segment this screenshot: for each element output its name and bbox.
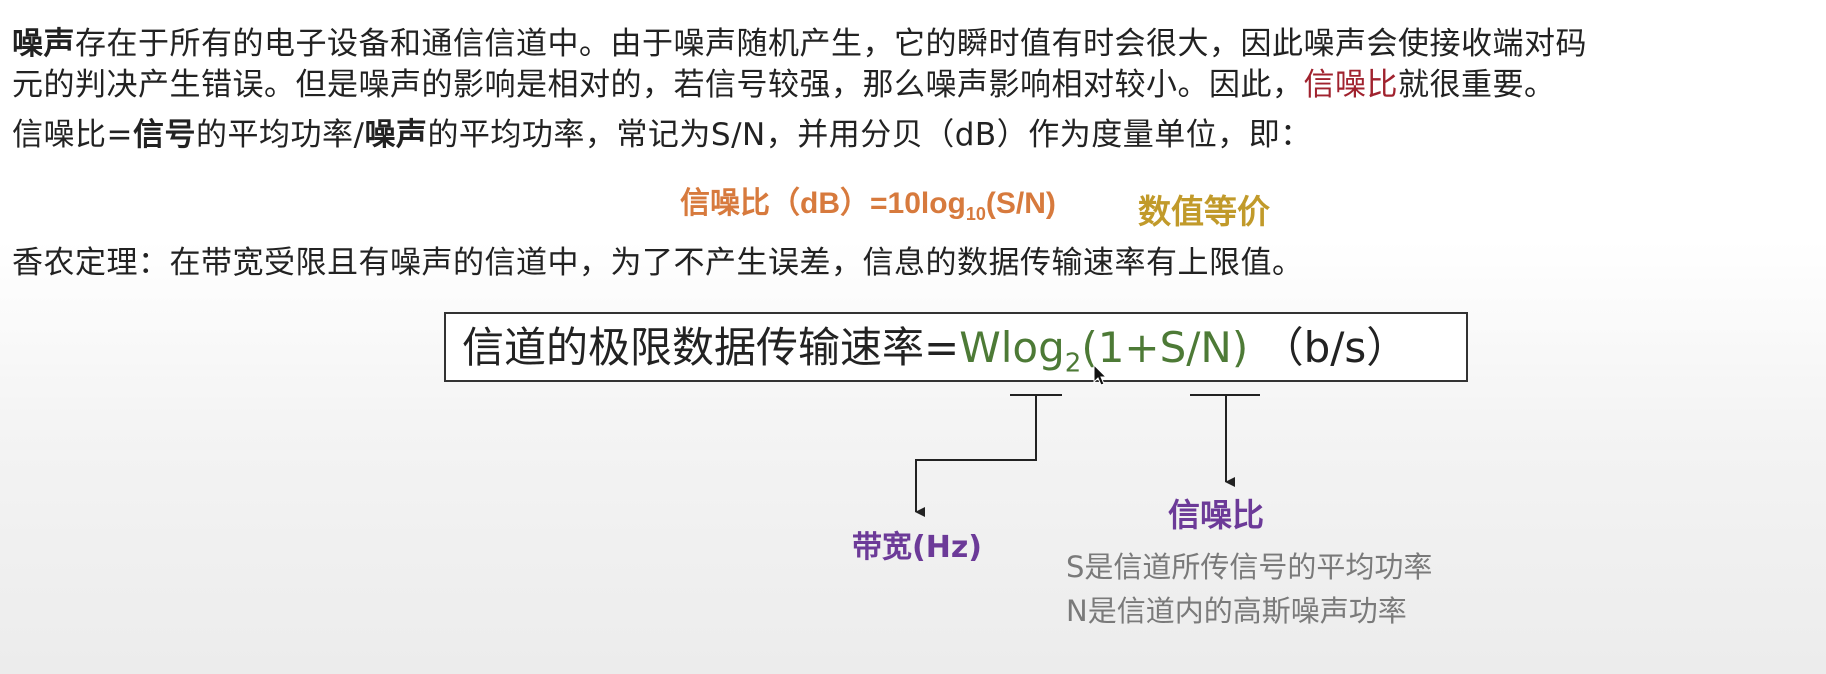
noise-power-note: N是信道内的高斯噪声功率 — [1066, 594, 1407, 628]
noise-term-2: 噪声 — [364, 117, 428, 153]
noise-line-2-text: 元的判决产生错误。但是噪声的影响是相对的，若信号较强，那么噪声影响相对较小。因此… — [12, 67, 1304, 103]
snr-def-a: 信噪比= — [12, 117, 133, 153]
noise-line-2-end: 就很重要。 — [1398, 67, 1556, 103]
snr-db-lhs: 信噪比（dB）=10log — [680, 187, 966, 220]
bandwidth-label: 带宽(Hz) — [852, 530, 982, 565]
shannon-unit: （b/s） — [1248, 323, 1409, 372]
paragraph-snr-definition: 信噪比=信号的平均功率/噪声的平均功率，常记为S/N，并用分贝（dB）作为度量单… — [12, 116, 1312, 154]
snr-connector — [1190, 394, 1260, 487]
noise-line-1-text: 存在于所有的电子设备和通信信道中。由于噪声随机产生，它的瞬时值有时会很大，因此噪… — [75, 26, 1587, 62]
snr-def-b: 的平均功率/ — [195, 117, 365, 153]
log-base-10: 10 — [965, 204, 986, 224]
shannon-wlog: Wlog — [959, 323, 1065, 372]
noise-term: 噪声 — [12, 26, 75, 62]
signal-power-note: S是信道所传信号的平均功率 — [1066, 550, 1433, 584]
snr-label: 信噪比 — [1168, 496, 1265, 534]
bandwidth-connector — [915, 394, 1062, 517]
shannon-formula-box: 信道的极限数据传输速率=Wlog2(1+S/N) （b/s） — [444, 312, 1468, 382]
mouse-cursor-icon — [1093, 364, 1108, 386]
snr-def-c: 的平均功率，常记为S/N，并用分贝（dB）作为度量单位，即： — [427, 117, 1312, 153]
signal-term: 信号 — [132, 117, 196, 153]
snr-db-rhs: (S/N) — [985, 187, 1056, 220]
log-base-2: 2 — [1064, 348, 1082, 379]
paragraph-noise-line-2: 元的判决产生错误。但是噪声的影响是相对的，若信号较强，那么噪声影响相对较小。因此… — [12, 66, 1556, 104]
snr-highlight: 信噪比 — [1303, 67, 1398, 103]
paragraph-noise-line-1: 噪声存在于所有的电子设备和通信信道中。由于噪声随机产生，它的瞬时值有时会很大，因… — [12, 25, 1587, 63]
shannon-formula-prefix: 信道的极限数据传输速率= — [462, 323, 960, 372]
shannon-formula-expression: Wlog2(1+S/N) — [959, 323, 1249, 378]
shannon-statement: 香农定理：在带宽受限且有噪声的信道中，为了不产生误差，信息的数据传输速率有上限值… — [12, 245, 1304, 281]
equivalence-note: 数值等价 — [1138, 192, 1270, 231]
snr-db-formula: 信噪比（dB）=10log10(S/N) — [680, 178, 1056, 225]
shannon-one-plus-snr: (1+S/N) — [1081, 323, 1249, 372]
shannon-formula: 信道的极限数据传输速率=Wlog2(1+S/N) （b/s） — [462, 320, 1408, 391]
